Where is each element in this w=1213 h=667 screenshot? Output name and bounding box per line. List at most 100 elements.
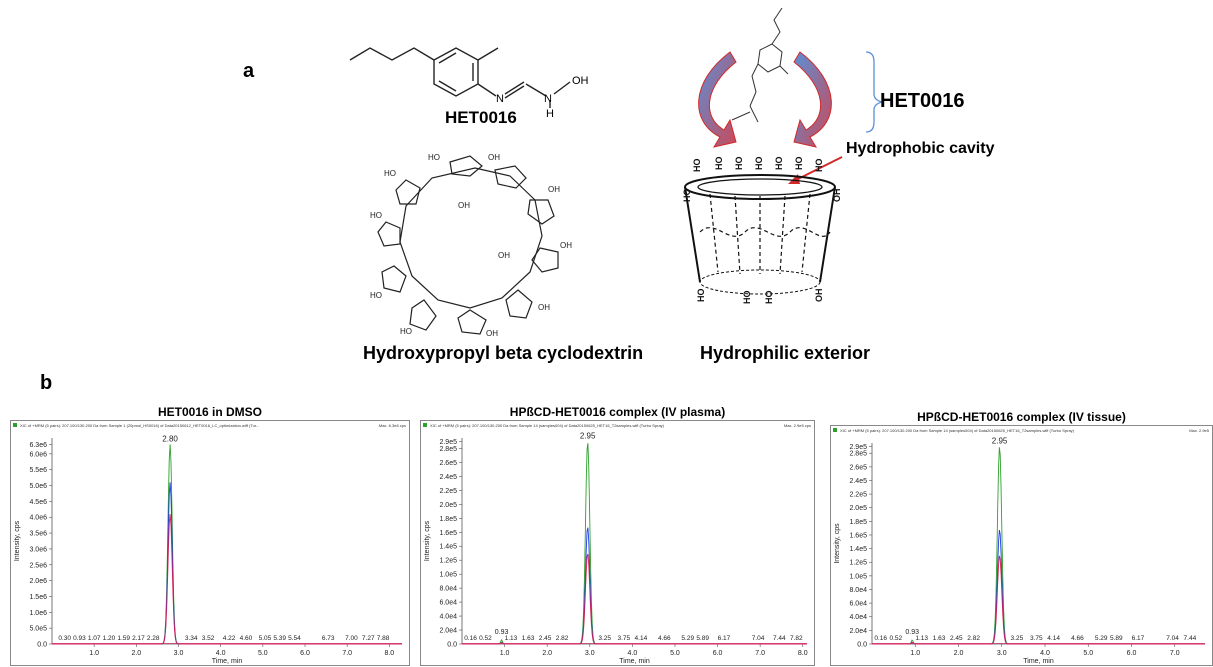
svg-text:HO: HO: [696, 289, 706, 303]
y-tick-label: 3.5e6: [29, 531, 47, 538]
y-tick-label: 6.0e4: [439, 600, 457, 607]
svg-text:HO: HO: [682, 189, 692, 203]
svg-text:HO: HO: [370, 291, 382, 300]
y-tick-label: 2.8e5: [439, 446, 457, 453]
chromatogram-dmso: XIC of +MRM (5 pairs): 207.100/130.200 D…: [10, 420, 410, 666]
svg-text:HO: HO: [370, 211, 382, 220]
minor-peak-label: 2.45: [950, 635, 963, 642]
x-axis-label: Time, min: [619, 658, 650, 665]
y-tick-label: 2.0e5: [439, 502, 457, 509]
svg-text:HO: HO: [774, 157, 784, 171]
minor-peak-label: 4.60: [240, 635, 253, 642]
x-tick-label: 2.0: [542, 650, 552, 657]
cone: [684, 174, 836, 295]
chart-max-label: Max. 2.9e5: [1189, 428, 1210, 433]
minor-peak-label: 6.73: [322, 635, 335, 642]
y-tick-label: 0.0: [447, 642, 457, 649]
minor-peak-label: 5.05: [259, 635, 272, 642]
x-tick-label: 4.0: [216, 650, 226, 657]
minor-peak-label: 0.93: [73, 635, 86, 642]
minor-peak-label: 3.34: [185, 635, 198, 642]
minor-peak-label: 2.82: [556, 635, 569, 642]
y-tick-label: 5.0e6: [29, 483, 47, 490]
x-tick-label: 1.0: [500, 650, 510, 657]
y-tick-label: 3.0e6: [29, 546, 47, 553]
y-tick-label: 2.8e5: [849, 451, 867, 458]
minor-peak-label: 3.25: [598, 635, 611, 642]
y-tick-label: 1.2e5: [849, 560, 867, 567]
minor-peak-label: 3.52: [202, 635, 215, 642]
minor-peak-label: 1.13: [915, 635, 928, 642]
chart-2-title: HPßCD-HET0016 complex (IV plasma): [509, 405, 726, 419]
svg-text:HO: HO: [384, 169, 396, 178]
x-tick-label: 3.0: [174, 650, 184, 657]
minor-peak-label: 1.59: [117, 635, 130, 642]
minor-peak-label: 1.07: [88, 635, 101, 642]
y-tick-label: 2.5e6: [29, 562, 47, 569]
y-tick-label: 1.5e6: [29, 594, 47, 601]
minor-peak-label: 6.17: [1132, 635, 1145, 642]
svg-text:OH: OH: [548, 185, 560, 194]
minor-peak-label: 5.39: [273, 635, 286, 642]
y-tick-label: 4.5e6: [29, 499, 47, 506]
chart-header: XIC of +MRM (5 pairs): 207.100/130.200 D…: [430, 423, 665, 428]
svg-text:HO: HO: [400, 327, 412, 336]
series-line-2: [872, 555, 1205, 645]
minor-peak-label: 3.75: [1030, 635, 1043, 642]
x-tick-label: 3.0: [997, 650, 1007, 657]
y-tick-label: 2.6e5: [439, 460, 457, 467]
atom-oh: OH: [572, 75, 589, 87]
minor-peak-label: 5.54: [288, 635, 301, 642]
chart-frame: [10, 420, 410, 666]
minor-peak-label: 5.29: [1095, 635, 1108, 642]
x-tick-label: 7.0: [342, 650, 352, 657]
x-tick-label: 8.0: [384, 650, 394, 657]
exterior-label: Hydrophilic exterior: [700, 343, 871, 363]
minor-peak-label: 4.66: [658, 635, 671, 642]
guest-bracket: [865, 51, 883, 133]
header-marker: [423, 423, 427, 427]
y-tick-label: 2.0e6: [29, 578, 47, 585]
minor-peak-label: 1.63: [522, 635, 535, 642]
svg-text:OH: OH: [814, 289, 824, 303]
y-tick-label: 2.0e4: [439, 628, 457, 635]
svg-text:HO: HO: [734, 157, 744, 171]
x-tick-label: 8.0: [798, 650, 808, 657]
minor-peak-label: 3.25: [1011, 635, 1024, 642]
panel-letter-a: a: [243, 60, 255, 82]
svg-text:HO: HO: [814, 159, 824, 173]
het0016-structure: N N OH H: [349, 47, 589, 118]
y-axis-label: Intensity, cps: [14, 520, 21, 561]
svg-text:OH: OH: [538, 303, 550, 312]
x-tick-label: 7.0: [755, 650, 765, 657]
minor-peak-label: 4.22: [223, 635, 236, 642]
y-tick-label: 2.2e5: [439, 488, 457, 495]
y-tick-label: 0.0: [857, 642, 867, 649]
minor-peak-label: 7.00: [345, 635, 358, 642]
minor-peak-label: 0.16: [874, 635, 887, 642]
chromatogram-iv-tissue: XIC of +MRM (5 pairs): 207.100/130.200 D…: [830, 425, 1213, 666]
cyclodextrin-label: Hydroxypropyl beta cyclodextrin: [363, 343, 644, 363]
x-tick-label: 3.0: [585, 650, 595, 657]
x-tick-label: 5.0: [670, 650, 680, 657]
minor-peak-label: 3.75: [618, 635, 631, 642]
y-tick-label: 4.0e4: [439, 614, 457, 621]
chart-1-title: HET0016 in DMSO: [157, 405, 263, 419]
minor-peak-label: 5.89: [696, 635, 709, 642]
svg-text:HO: HO: [754, 157, 764, 171]
chart-frame: [830, 425, 1213, 666]
x-axis-label: Time, min: [212, 658, 243, 665]
y-tick-label: 2.2e5: [849, 492, 867, 499]
y-tick-label: 1.4e5: [439, 544, 457, 551]
y-tick-label: 2.6e5: [849, 464, 867, 471]
small-peak-label: 0.93: [905, 629, 919, 636]
minor-peak-label: 4.14: [635, 635, 648, 642]
y-tick-label: 5.5e6: [29, 467, 47, 474]
svg-text:HO: HO: [714, 157, 724, 171]
minor-peak-label: 1.63: [933, 635, 946, 642]
minor-peak-label: 2.45: [539, 635, 552, 642]
minor-peak-label: 4.14: [1047, 635, 1060, 642]
y-tick-label: 6.3e6: [29, 442, 47, 449]
svg-text:HO: HO: [794, 157, 804, 171]
